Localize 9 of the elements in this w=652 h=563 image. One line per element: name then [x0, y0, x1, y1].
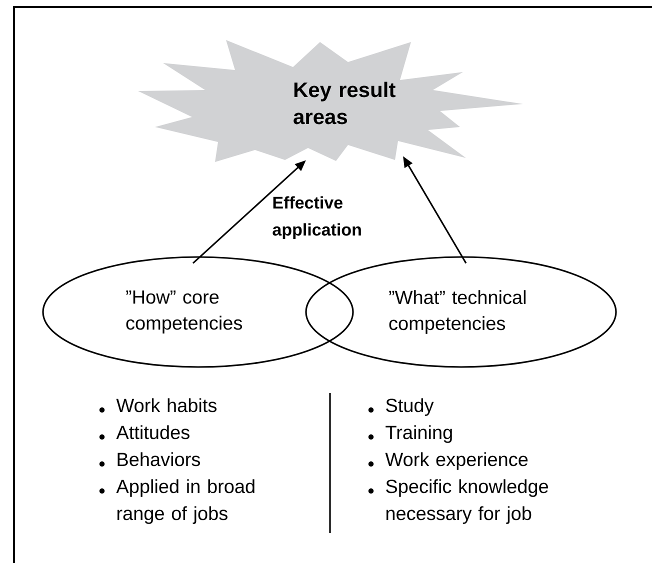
list-item: Training: [386, 425, 452, 443]
list-item: Applied in broad range of jobs: [116, 479, 254, 524]
list-item: Behaviors: [118, 452, 200, 466]
list-item: Specific knowledge necessary for job: [386, 479, 548, 524]
list-item: Work habits: [116, 398, 217, 412]
caption-text: Effective application: [272, 196, 361, 240]
list-item: Study: [386, 398, 434, 416]
list-item: Work experience: [385, 452, 528, 470]
list-item: Attitudes: [116, 425, 190, 440]
